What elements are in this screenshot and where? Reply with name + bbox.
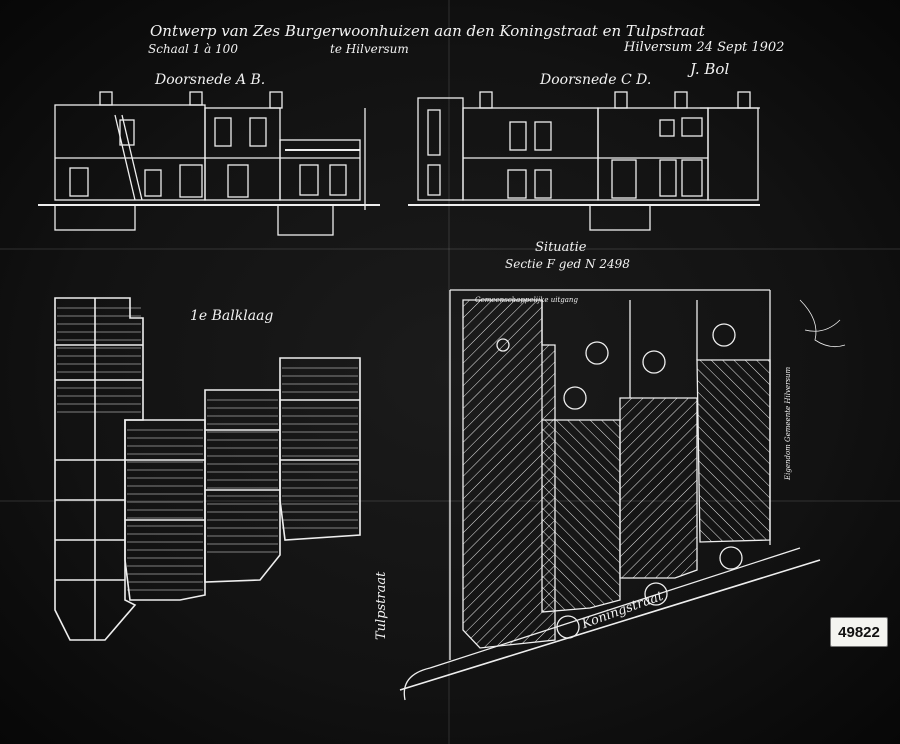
site-plan-drawing xyxy=(399,289,821,701)
floor-plan-label: 1e Balklaag xyxy=(190,308,274,324)
site-plan-label: Situatie xyxy=(535,240,587,255)
fold-line xyxy=(0,248,900,250)
section-ab-drawing xyxy=(38,91,380,236)
floor-plan-drawing xyxy=(54,297,361,641)
cadastral-label: Sectie F ged N 2498 xyxy=(505,257,630,271)
section-cd-label: Doorsnede C D. xyxy=(540,72,652,88)
archive-number-stamp: 49822 xyxy=(830,617,888,647)
fold-line xyxy=(448,0,450,744)
date-label: Hilversum 24 Sept 1902 xyxy=(624,40,785,55)
signature: J. Bol xyxy=(690,60,730,78)
section-ab-label: Doorsnede A B. xyxy=(155,72,266,88)
location-sketch xyxy=(799,299,846,348)
scale-label: Schaal 1 à 100 xyxy=(148,42,238,56)
place-label: te Hilversum xyxy=(330,42,409,56)
drawing-title: Ontwerp van Zes Burgerwoonhuizen aan den… xyxy=(150,22,705,40)
section-cd-drawing xyxy=(408,91,760,231)
